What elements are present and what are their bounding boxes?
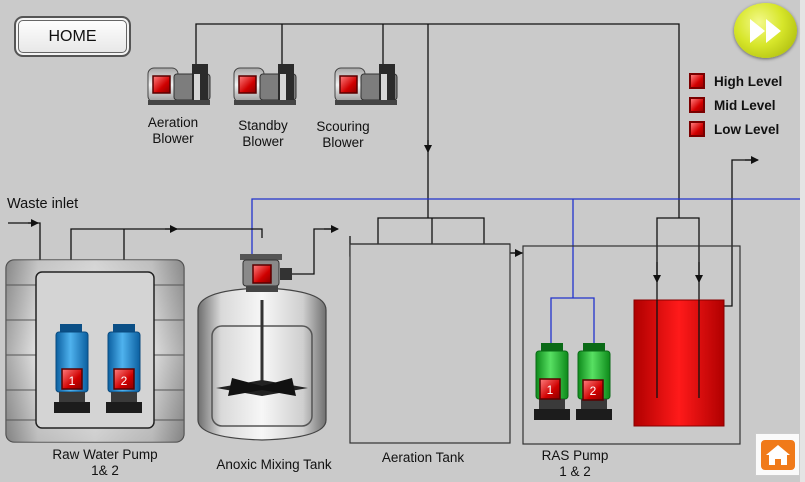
raw-water-pump-2[interactable] [106, 324, 142, 413]
ras-pump-2[interactable] [576, 343, 612, 420]
raw-water-pump-label-line1: Raw Water Pump [52, 447, 158, 462]
scouring-blower-label-line1: Scouring [316, 119, 370, 134]
screen-edge [800, 0, 805, 482]
scouring-blower[interactable] [334, 64, 398, 105]
ras-pump-label: RAS Pump 1 & 2 [530, 448, 620, 480]
aeration-blower[interactable] [147, 64, 211, 105]
ras-pump-1-number: 1 [546, 383, 554, 397]
aeration-blower-label-line2: Blower [152, 131, 194, 146]
standby-blower-label-line2: Blower [242, 134, 284, 149]
house-icon [760, 439, 795, 470]
legend-high-label: High Level [714, 73, 783, 89]
anoxic-tank-label: Anoxic Mixing Tank [216, 457, 332, 472]
aeration-tank [349, 243, 511, 444]
aeration-blower-label: Aeration Blower [138, 115, 208, 147]
home-button[interactable]: HOME [14, 16, 131, 57]
standby-blower-label: Standby Blower [228, 118, 298, 150]
ras-pump-label-line2: 1 & 2 [559, 464, 591, 479]
legend-mid-level: Mid Level [689, 97, 776, 113]
scouring-blower-label: Scouring Blower [308, 119, 378, 151]
anoxic-mixer-motor[interactable] [240, 254, 292, 292]
mid-level-indicator-icon [689, 97, 705, 113]
legend-low-label: Low Level [714, 121, 780, 137]
anoxic-tank [197, 287, 327, 441]
high-level-indicator-icon [689, 73, 705, 89]
raw-water-pump-label-line2: 1& 2 [91, 463, 119, 478]
standby-blower-label-line1: Standby [238, 118, 288, 133]
aeration-blower-label-line1: Aeration [147, 115, 199, 130]
next-screen-button[interactable] [734, 3, 797, 58]
standby-blower[interactable] [233, 64, 297, 105]
ras-pump-2-number: 2 [589, 384, 597, 398]
ras-pump-label-line1: RAS Pump [541, 448, 609, 463]
raw-water-pump-1[interactable] [54, 324, 90, 413]
fast-forward-icon [749, 18, 781, 43]
clarifier-tank [522, 245, 741, 445]
low-level-indicator-icon [689, 121, 705, 137]
scouring-blower-label-line2: Blower [322, 135, 364, 150]
home-button-label: HOME [48, 27, 97, 45]
ras-pump-1[interactable] [534, 343, 570, 420]
raw-pump-1-number: 1 [68, 374, 76, 388]
legend-high-level: High Level [689, 73, 782, 89]
waste-inlet-label: Waste inlet [7, 196, 79, 212]
legend-mid-label: Mid Level [714, 97, 776, 113]
clarifier-level-fill [633, 299, 725, 427]
aeration-tank-label: Aeration Tank [381, 450, 465, 465]
home-icon-button[interactable] [755, 433, 800, 476]
raw-water-pump-label: Raw Water Pump 1& 2 [40, 447, 170, 479]
legend-low-level: Low Level [689, 121, 779, 137]
raw-pump-2-number: 2 [120, 374, 128, 388]
raw-water-well [5, 259, 185, 443]
